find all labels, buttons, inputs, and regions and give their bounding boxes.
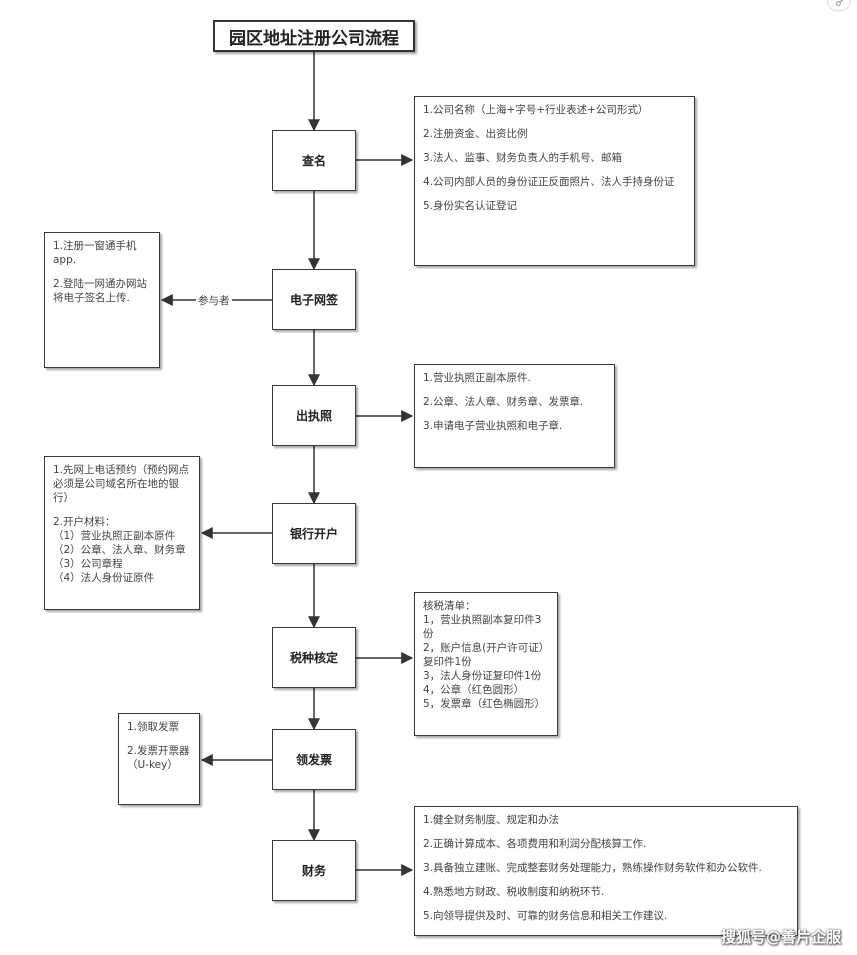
note-line: 4.公司内部人员的身份证正反面照片、法人手持身份证 xyxy=(423,176,675,188)
note-line: 2.公章、法人章、财务章、发票章. xyxy=(423,396,584,408)
note-dianziqian: 1.注册一窗通手机app. 2.登陆一网通办网站将电子签名上传. xyxy=(44,232,160,368)
step-yinhang: 银行开户 xyxy=(272,503,356,564)
note-line: 2，账户信息(开户许可证）复印件1份 xyxy=(423,642,545,668)
note-line: （1）营业执照正副本原件 xyxy=(53,530,176,542)
note-line: 5.向领导提供及时、可靠的财务信息和相关工作建议. xyxy=(423,910,668,922)
step-chaming: 查名 xyxy=(272,130,356,191)
note-line: 2.登陆一网通办网站将电子签名上传. xyxy=(53,278,148,304)
note-line: 1.公司名称（上海+字号+行业表述+公司形式） xyxy=(423,104,649,116)
note-line: 5，发票章（红色椭圆形） xyxy=(423,698,546,710)
step-dianziqian: 电子网签 xyxy=(272,269,356,330)
note-line: 3.具备独立建账、完成整套财务处理能力，熟练操作财务软件和办公软件. xyxy=(423,862,762,874)
note-line: 1.注册一窗通手机app. xyxy=(53,240,137,266)
note-line: 1.健全财务制度、规定和办法 xyxy=(423,814,560,826)
step-shuizhong: 税种核定 xyxy=(272,627,356,688)
note-line: 2.正确计算成本、各项费用和利润分配核算工作. xyxy=(423,838,647,850)
note-line: 1.先网上电话预约（预约网点必须是公司域名所在地的银行） xyxy=(53,464,190,504)
note-line: 2.注册资金、出资比例 xyxy=(423,128,528,140)
note-yinhang: 1.先网上电话预约（预约网点必须是公司域名所在地的银行） 2.开户材料： （1）… xyxy=(44,456,200,610)
flow-title: 园区地址注册公司流程 xyxy=(213,20,415,52)
note-line: 核税清单： xyxy=(423,600,476,612)
note-line: （2）公章、法人章、财务章 xyxy=(53,544,186,556)
step-fapiao: 领发票 xyxy=(272,729,356,790)
note-line: 5.身份实名认证登记 xyxy=(423,200,518,212)
watermark-text: 搜狐号@善片企服 xyxy=(720,928,841,946)
edge-label-participant: 参与者 xyxy=(196,293,232,308)
note-line: 4.熟悉地方财政、税收制度和纳税环节. xyxy=(423,886,605,898)
note-caiwu: 1.健全财务制度、规定和办法 2.正确计算成本、各项费用和利润分配核算工作. 3… xyxy=(414,806,798,936)
note-line: 2.发票开票器（U-key） xyxy=(127,745,190,771)
note-shuizhong: 核税清单： 1，营业执照副本复印件3份 2，账户信息(开户许可证）复印件1份 3… xyxy=(414,592,558,736)
note-line: 4，公章（红色圆形） xyxy=(423,684,525,696)
note-line: （3）公司章程 xyxy=(53,558,123,570)
note-chuzhizhao: 1.营业执照正副本原件. 2.公章、法人章、财务章、发票章. 3.申请电子营业执… xyxy=(414,364,615,468)
note-line: 3，法人身份证复印件1份 xyxy=(423,670,542,682)
note-line: 2.开户材料： xyxy=(53,516,116,528)
step-chuzhizhao: 出执照 xyxy=(272,385,356,446)
note-line: 1，营业执照副本复印件3份 xyxy=(423,614,542,640)
note-fapiao: 1.领取发票 2.发票开票器（U-key） xyxy=(118,713,200,805)
note-line: 1.领取发票 xyxy=(127,721,180,733)
note-line: （4）法人身份证原件 xyxy=(53,572,155,584)
note-line: 3.法人、监事、财务负责人的手机号、邮箱 xyxy=(423,152,623,164)
note-line: 3.申请电子营业执照和电子章. xyxy=(423,420,563,432)
note-chaming: 1.公司名称（上海+字号+行业表述+公司形式） 2.注册资金、出资比例 3.法人… xyxy=(414,96,695,266)
note-line: 1.营业执照正副本原件. xyxy=(423,372,531,384)
step-caiwu: 财务 xyxy=(272,840,356,901)
